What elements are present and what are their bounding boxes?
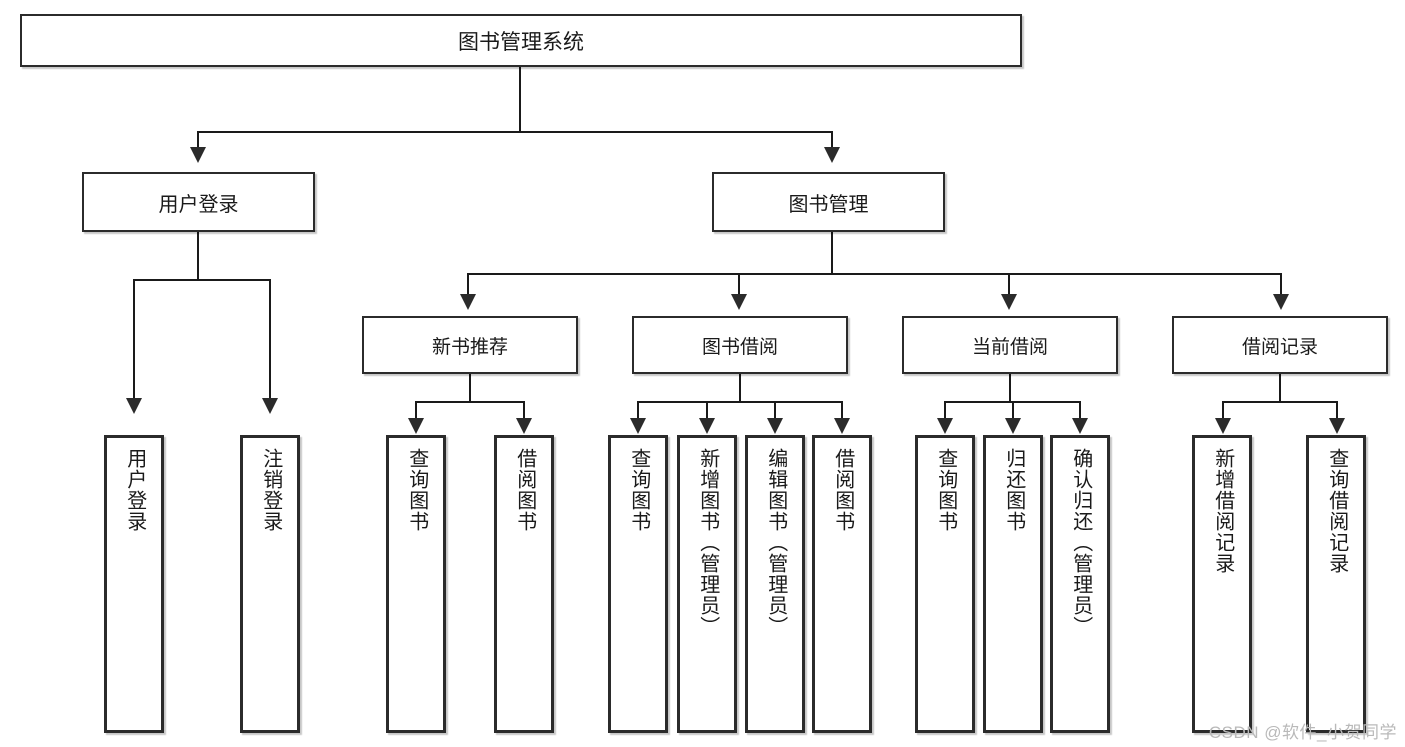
arrow-user-login-leaf-1 [262,398,278,414]
node-current-borrow-label: 当前借阅 [971,336,1048,358]
leaf-label: 查询图书 [934,448,957,532]
arrow-borrow-record-leaf-0 [1215,418,1231,434]
arrow-current-borrow-leaf-2 [1072,418,1088,434]
connector-new-book-drop-1 [523,401,525,419]
node-book-management-label: 图书管理 [788,193,869,216]
arrow-borrow-record-leaf-1 [1329,418,1345,434]
node-borrow-record[interactable]: 借阅记录 [1172,316,1388,374]
leaf-book-borrow-3[interactable]: 借阅图书 [812,435,872,733]
connector-user-login-drop-1 [269,279,271,399]
connector-new-book-stem [469,374,471,402]
node-new-book-recommend-label: 新书推荐 [431,336,508,358]
leaf-book-borrow-1[interactable]: 新增图书（管理员） [677,435,737,733]
connector-book-manage-stem [831,232,833,274]
connector-root-to-user-login [197,131,199,149]
arrow-new-book-leaf-0 [408,418,424,434]
node-book-borrow[interactable]: 图书借阅 [632,316,848,374]
connector-current-borrow-stem [1009,374,1011,402]
connector-book-manage-drop-1 [738,273,740,295]
leaf-label: 新增图书（管理员） [696,448,719,637]
connector-book-borrow-drop-1 [706,401,708,419]
arrow-current-borrow-leaf-1 [1005,418,1021,434]
connector-borrow-record-drop-1 [1336,401,1338,419]
csdn-watermark: CSDN @软件_小贺同学 [1208,723,1397,742]
connector-root-to-book-manage [831,131,833,149]
node-borrow-record-label: 借阅记录 [1241,336,1318,358]
connector-new-book-bus [415,401,525,403]
connector-current-borrow-drop-0 [944,401,946,419]
arrow-root-to-book-manage [824,147,840,163]
arrow-book-borrow-leaf-0 [630,418,646,434]
node-user-login-label: 用户登录 [158,193,239,216]
connector-book-borrow-drop-3 [841,401,843,419]
leaf-current-borrow-1[interactable]: 归还图书 [983,435,1043,733]
arrow-book-borrow-leaf-3 [834,418,850,434]
node-root-library-management-system[interactable]: 图书管理系统 [20,14,1022,67]
arrow-new-book-leaf-1 [516,418,532,434]
leaf-new-book-recommend-1[interactable]: 借阅图书 [494,435,554,733]
arrow-book-manage-to-new-book [460,294,476,310]
connector-borrow-record-drop-0 [1222,401,1224,419]
leaf-book-borrow-2[interactable]: 编辑图书（管理员） [745,435,805,733]
node-book-management[interactable]: 图书管理 [712,172,945,232]
leaf-borrow-record-1[interactable]: 查询借阅记录 [1306,435,1366,733]
leaf-label: 用户登录 [123,448,146,532]
leaf-label: 查询图书 [405,448,428,532]
connector-book-borrow-bus [637,401,843,403]
node-current-borrow[interactable]: 当前借阅 [902,316,1118,374]
connector-book-borrow-stem [739,374,741,402]
arrow-book-manage-to-current-borrow [1001,294,1017,310]
connector-root-bus [197,131,833,133]
leaf-label: 注销登录 [259,448,282,532]
node-root-label: 图书管理系统 [458,30,584,54]
connector-book-manage-drop-2 [1008,273,1010,295]
connector-book-manage-bus [467,273,1282,275]
arrow-user-login-leaf-0 [126,398,142,414]
arrow-book-manage-to-book-borrow [731,294,747,310]
node-new-book-recommend[interactable]: 新书推荐 [362,316,578,374]
arrow-book-borrow-leaf-2 [767,418,783,434]
node-book-borrow-label: 图书借阅 [701,336,778,358]
leaf-borrow-record-0[interactable]: 新增借阅记录 [1192,435,1252,733]
connector-book-borrow-drop-2 [774,401,776,419]
leaf-new-book-recommend-0[interactable]: 查询图书 [386,435,446,733]
leaf-label: 查询图书 [627,448,650,532]
connector-user-login-drop-0 [133,279,135,399]
connector-current-borrow-drop-2 [1079,401,1081,419]
arrow-current-borrow-leaf-0 [937,418,953,434]
leaf-label: 编辑图书（管理员） [764,448,787,637]
connector-book-borrow-drop-0 [637,401,639,419]
leaf-label: 归还图书 [1002,448,1025,532]
leaf-current-borrow-2[interactable]: 确认归还（管理员） [1050,435,1110,733]
leaf-label: 借阅图书 [831,448,854,532]
leaf-label: 新增借阅记录 [1211,448,1234,574]
connector-new-book-drop-0 [415,401,417,419]
arrow-root-to-user-login [190,147,206,163]
connector-book-manage-drop-3 [1280,273,1282,295]
connector-borrow-record-bus [1222,401,1338,403]
leaf-label: 确认归还（管理员） [1069,448,1092,637]
arrow-book-borrow-leaf-1 [699,418,715,434]
connector-user-login-bus [133,279,269,281]
arrow-book-manage-to-borrow-record [1273,294,1289,310]
connector-borrow-record-stem [1279,374,1281,402]
connector-user-login-stem [197,232,199,280]
connector-book-manage-drop-0 [467,273,469,295]
connector-current-borrow-drop-1 [1012,401,1014,419]
node-user-login[interactable]: 用户登录 [82,172,315,232]
leaf-current-borrow-0[interactable]: 查询图书 [915,435,975,733]
leaf-book-borrow-0[interactable]: 查询图书 [608,435,668,733]
leaf-user-login-1[interactable]: 注销登录 [240,435,300,733]
leaf-label: 查询借阅记录 [1325,448,1348,574]
leaf-user-login-0[interactable]: 用户登录 [104,435,164,733]
connector-root-stem [519,67,521,132]
leaf-label: 借阅图书 [513,448,536,532]
